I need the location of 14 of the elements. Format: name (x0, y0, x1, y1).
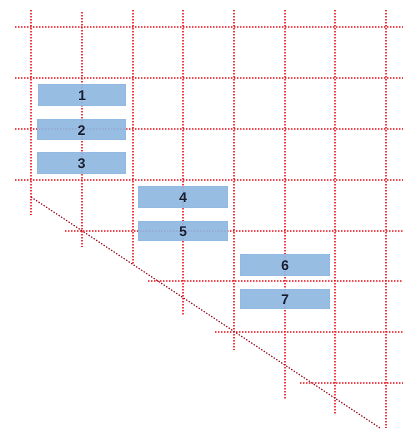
bar (37, 152, 126, 174)
bar (138, 186, 228, 208)
bar-label: 6 (281, 258, 289, 272)
bar (38, 84, 126, 106)
bar-label: 5 (179, 224, 187, 238)
bar-label: 4 (179, 190, 187, 204)
bar-label: 2 (78, 122, 86, 136)
bar-label: 3 (78, 156, 86, 170)
bar (138, 221, 228, 241)
bar (240, 289, 330, 309)
bar (37, 119, 126, 140)
bar (240, 254, 330, 276)
bar-label: 7 (281, 292, 289, 306)
bar-label: 1 (78, 88, 86, 102)
